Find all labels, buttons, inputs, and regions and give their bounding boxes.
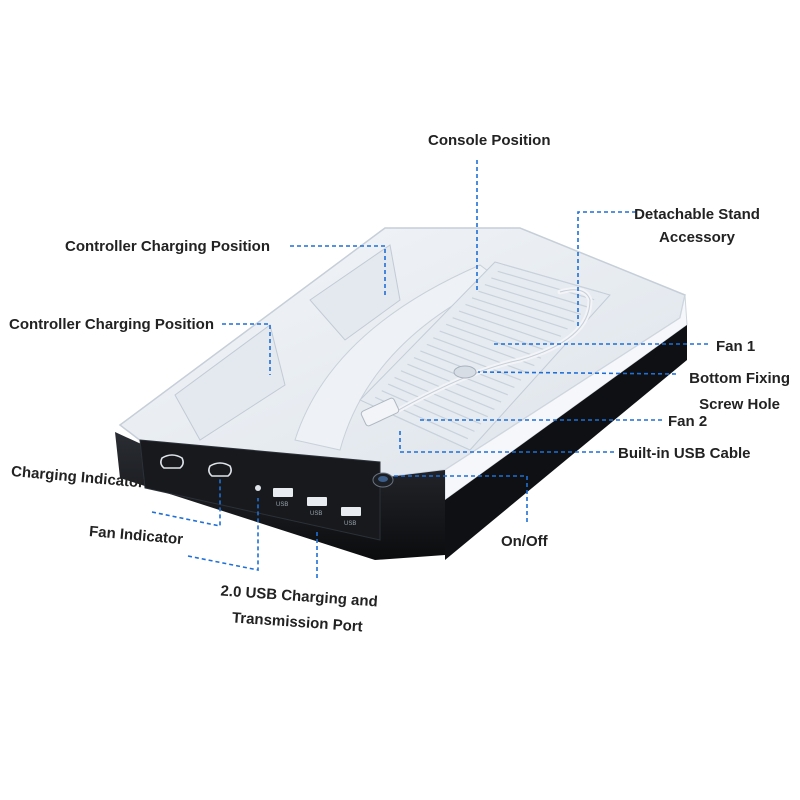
vent-slat: [400, 370, 495, 410]
vent-slat: [452, 317, 548, 352]
controller-cradles: [174, 244, 501, 451]
label-fan-1: Fan 1: [716, 338, 756, 355]
label-builtin-usb-cable: Built-in USB Cable: [618, 445, 751, 462]
leader-bottom-fixing: [477, 371, 677, 375]
leader-usb-cable: [399, 428, 614, 453]
label-controller-charging-left: Controller Charging Position: [9, 316, 214, 333]
cradle-top: [309, 244, 401, 341]
screw-hole: [453, 365, 477, 379]
vent-slat: [433, 337, 528, 374]
vent-slat: [478, 290, 575, 323]
leader-controller-left: [222, 323, 271, 375]
vent-slat: [394, 376, 489, 418]
usb-port-1: [273, 488, 293, 497]
leader-controller-top: [290, 245, 386, 296]
leader-fan-indicator: [187, 498, 259, 571]
vent-slat: [381, 390, 475, 432]
usb-port-3-label: USB: [344, 521, 356, 527]
leader-detachable-stand: [577, 211, 636, 328]
label-bottom-fixing: Bottom Fixing Screw Hole: [660, 366, 790, 418]
cradle-left: [174, 324, 286, 441]
usb-port-2-label: USB: [310, 511, 322, 517]
charging-indicator-icon: [160, 454, 184, 469]
console-vents: [359, 261, 611, 451]
label-fan-2: Fan 2: [668, 413, 708, 430]
vent-slat: [445, 323, 542, 359]
usb-port-3: [341, 507, 361, 516]
label-detachable-stand-line2: Accessory: [659, 229, 735, 246]
vent-slat: [465, 303, 562, 337]
base-top-surface: [118, 227, 686, 479]
label-bottom-fixing-line2: Screw Hole: [699, 396, 780, 413]
fan-indicator-icon: [208, 462, 261, 491]
vent-slat: [458, 310, 555, 345]
label-console-position: Console Position: [428, 132, 551, 149]
power-button: [372, 472, 394, 488]
label-detachable-stand-line1: Detachable Stand: [634, 206, 760, 223]
label-bottom-fixing-line1: Bottom Fixing: [689, 370, 790, 387]
label-detachable-stand: Detachable Stand Accessory: [632, 203, 762, 249]
usb-cable: [360, 287, 593, 427]
vent-slat: [426, 343, 522, 381]
base-black-right: [445, 325, 687, 560]
vent-slat: [491, 277, 588, 308]
usb-port-2: [307, 497, 327, 506]
leader-charging-indicator: [151, 478, 221, 527]
usb-ports: USB USB USB: [273, 488, 361, 527]
vent-slat: [504, 264, 601, 293]
label-controller-charging-top: Controller Charging Position: [65, 238, 270, 255]
vent-slat: [484, 283, 582, 315]
leader-lines: [151, 160, 708, 578]
vent-slat: [471, 297, 568, 330]
vent-slat: [387, 383, 482, 425]
usb-port-1-label: USB: [276, 502, 288, 508]
label-on-off: On/Off: [501, 533, 548, 550]
leader-on-off: [392, 475, 528, 522]
